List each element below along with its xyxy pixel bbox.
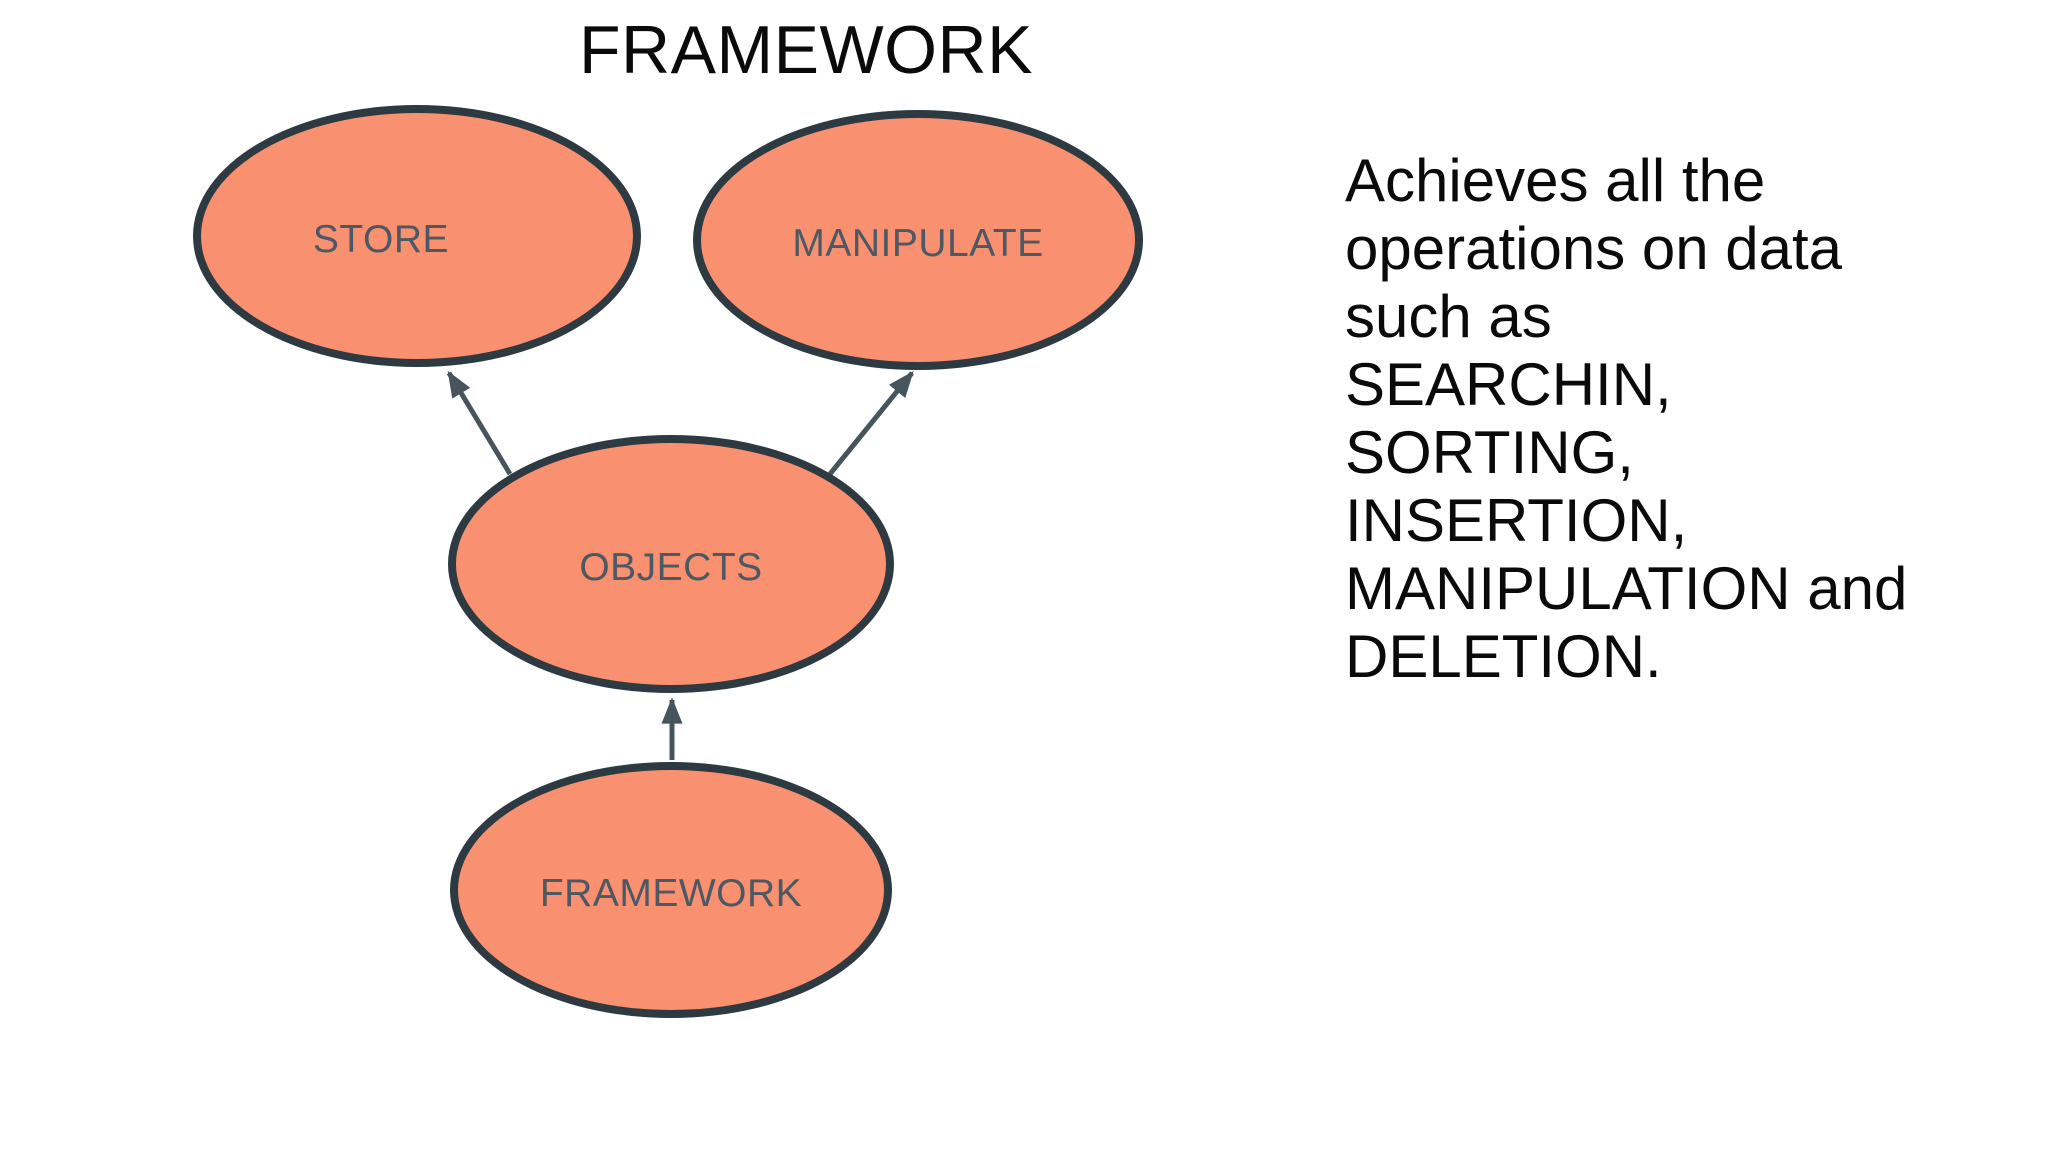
node-framework: FRAMEWORK bbox=[450, 762, 892, 1018]
node-store: STORE bbox=[193, 105, 641, 367]
arrow-objects-to-store bbox=[446, 370, 513, 476]
node-framework-label: FRAMEWORK bbox=[539, 872, 803, 915]
node-objects: OBJECTS bbox=[448, 435, 894, 693]
description-text: Achieves all the operations on data such… bbox=[1345, 147, 1908, 690]
node-manipulate: MANIPULATE bbox=[693, 110, 1143, 370]
node-objects-label: OBJECTS bbox=[579, 546, 763, 589]
node-manipulate-label: MANIPULATE bbox=[792, 222, 1044, 265]
node-store-label: STORE bbox=[312, 218, 450, 261]
arrow-objects-to-manipulate bbox=[828, 370, 914, 476]
slide-title: FRAMEWORK bbox=[578, 12, 1034, 88]
